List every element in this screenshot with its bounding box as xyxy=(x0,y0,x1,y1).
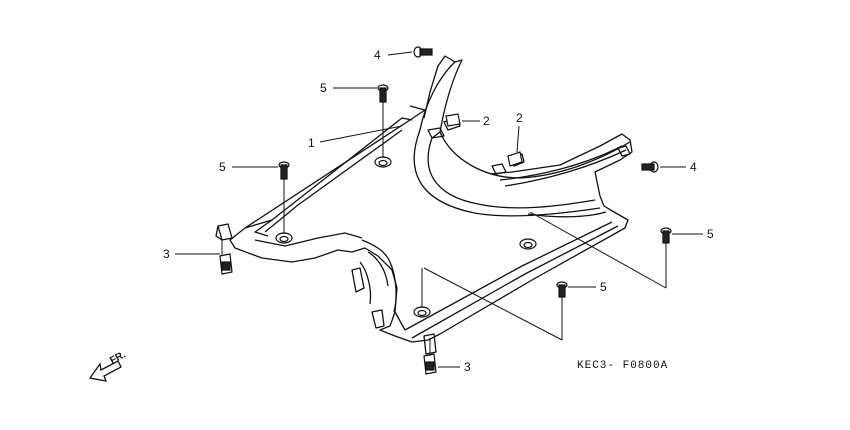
callout-3-bottom: 3 xyxy=(464,360,471,374)
screw-5-left xyxy=(278,161,290,180)
callout-5-top: 5 xyxy=(320,81,327,95)
bolt-4-right xyxy=(641,161,659,173)
callouts: 4 5 1 2 2 5 4 5 3 5 3 xyxy=(163,48,714,374)
callout-2-left: 2 xyxy=(483,114,490,128)
callout-1: 1 xyxy=(308,136,315,150)
screw-5-top xyxy=(377,84,389,103)
front-arrow-icon: FR. xyxy=(88,349,128,382)
drawing-code: KEC3- F0800A xyxy=(577,360,668,372)
callout-2-right: 2 xyxy=(516,111,523,125)
callout-3-left: 3 xyxy=(163,247,170,261)
leader-lines xyxy=(175,51,703,368)
clip-nut-3-left xyxy=(219,253,233,275)
callout-5-lower: 5 xyxy=(600,280,607,294)
screw-holes xyxy=(275,156,537,318)
clip-nut-3-bottom xyxy=(423,353,437,375)
callout-5-right: 5 xyxy=(707,227,714,241)
callout-4-right: 4 xyxy=(690,160,697,174)
bolt-4-top xyxy=(413,46,433,58)
front-indicator-label: FR. xyxy=(108,349,128,366)
screw-5-lower xyxy=(556,281,568,298)
callout-4-top: 4 xyxy=(374,48,381,62)
clip-2 xyxy=(445,113,523,167)
screw-5-right xyxy=(660,227,672,244)
callout-5-left: 5 xyxy=(219,160,226,174)
floor-panel xyxy=(215,55,633,355)
